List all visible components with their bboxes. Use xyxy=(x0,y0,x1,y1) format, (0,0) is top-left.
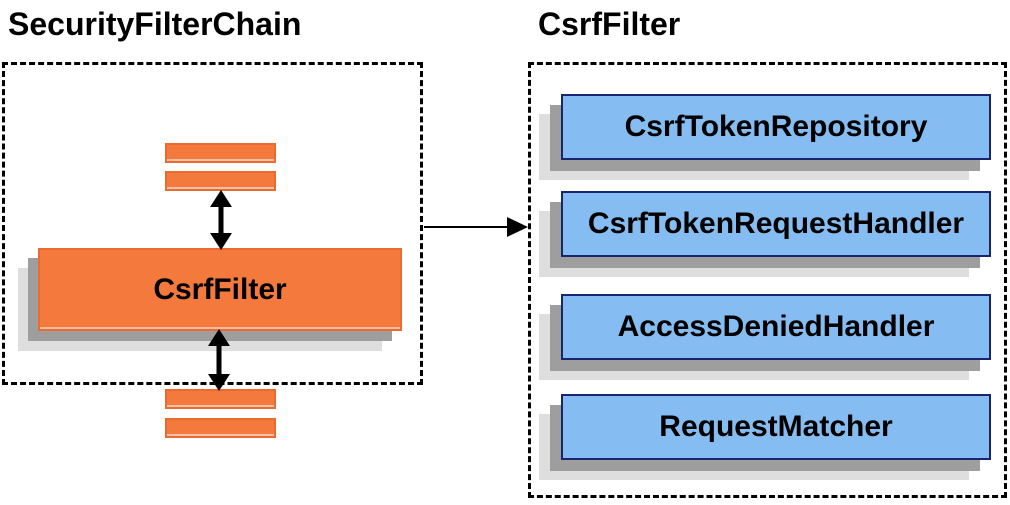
csrf-filter-title: CsrfFilter xyxy=(538,6,681,42)
arrow-shaft xyxy=(218,203,224,237)
filter-bar xyxy=(165,389,276,409)
arrow-right-icon xyxy=(424,217,528,237)
component-box-access-denied-handler: AccessDeniedHandler xyxy=(561,294,991,360)
component-box-request-matcher: RequestMatcher xyxy=(561,394,991,460)
security-filter-chain-container: CsrfFilter xyxy=(2,62,423,438)
double-arrow-icon xyxy=(207,329,231,391)
arrow-up-head-icon xyxy=(210,190,232,207)
arrow-shaft xyxy=(424,226,512,228)
double-arrow-icon xyxy=(209,190,233,250)
security-filter-chain-title: SecurityFilterChain xyxy=(8,6,302,42)
csrf-filter-box: CsrfFilter xyxy=(38,248,402,331)
csrf-filter-components-container xyxy=(528,62,1007,498)
arrow-down-head-icon xyxy=(208,374,230,391)
arrow-shaft xyxy=(216,342,222,378)
arrow-right-head-icon xyxy=(507,217,528,237)
filter-bar xyxy=(165,171,276,191)
filter-bar xyxy=(165,418,276,438)
arrow-down-head-icon xyxy=(210,233,232,250)
arrow-up-head-icon xyxy=(208,329,230,346)
filter-bar xyxy=(165,143,276,163)
component-box-csrf-token-request-handler: CsrfTokenRequestHandler xyxy=(561,191,991,257)
component-box-csrf-token-repository: CsrfTokenRepository xyxy=(561,94,991,160)
